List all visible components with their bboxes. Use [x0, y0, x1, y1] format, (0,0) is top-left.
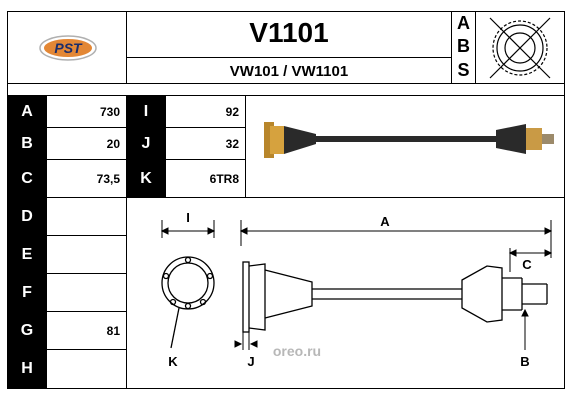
spec-value-c: 73,5: [96, 172, 120, 186]
spec-value-cell-f: [46, 273, 127, 312]
label-b: B: [520, 354, 529, 369]
spec-value-cell-d: [46, 197, 127, 236]
logo-text: PST: [54, 40, 83, 56]
spec-value-k: 6TR8: [209, 172, 239, 186]
abs-letter-a: A: [457, 13, 470, 33]
spec-key-a: A: [7, 95, 47, 128]
application-text: VW101 / VW1101: [229, 63, 349, 80]
abs-letter-s: S: [457, 60, 470, 80]
abs-letter-b: B: [457, 36, 470, 56]
spec-value-cell-e: [46, 235, 127, 274]
abs-ring-crossed-icon: [489, 17, 551, 79]
pst-logo: PST: [39, 35, 97, 61]
spec-value-a: 730: [99, 105, 120, 119]
spec-value-j: 32: [225, 137, 239, 151]
label-k: K: [168, 354, 178, 369]
spec-key-b: B: [7, 127, 47, 160]
watermark-text: oreo.ru: [273, 343, 321, 359]
spec-key-g: G: [7, 311, 47, 350]
spec-key-f: F: [7, 273, 47, 312]
drawing-cell: I K A: [126, 197, 565, 389]
label-i: I: [186, 210, 190, 225]
spec-key-c: C: [7, 159, 47, 198]
spec-key-e: E: [7, 235, 47, 274]
label-a: A: [380, 214, 390, 229]
spec-key-k: K: [126, 159, 166, 198]
photo-cell: [245, 95, 565, 198]
spec-value-cell-h: [46, 349, 127, 389]
spec-value-i: 92: [225, 105, 239, 119]
spec-key-d: D: [7, 197, 47, 236]
driveshaft-photo: [264, 122, 554, 158]
spec-key-h: H: [7, 349, 47, 389]
spec-value-b: 20: [106, 137, 120, 151]
spec-key-j: J: [126, 127, 166, 160]
technical-drawing: I K A: [160, 210, 553, 369]
label-j: J: [247, 354, 254, 369]
logo-cell: PST: [7, 11, 127, 84]
spec-key-i: I: [126, 95, 166, 128]
abs-ring-cell: [475, 11, 565, 84]
part-number: V1101: [249, 17, 329, 48]
spec-value-g: 81: [106, 324, 120, 338]
label-c: C: [522, 257, 532, 272]
